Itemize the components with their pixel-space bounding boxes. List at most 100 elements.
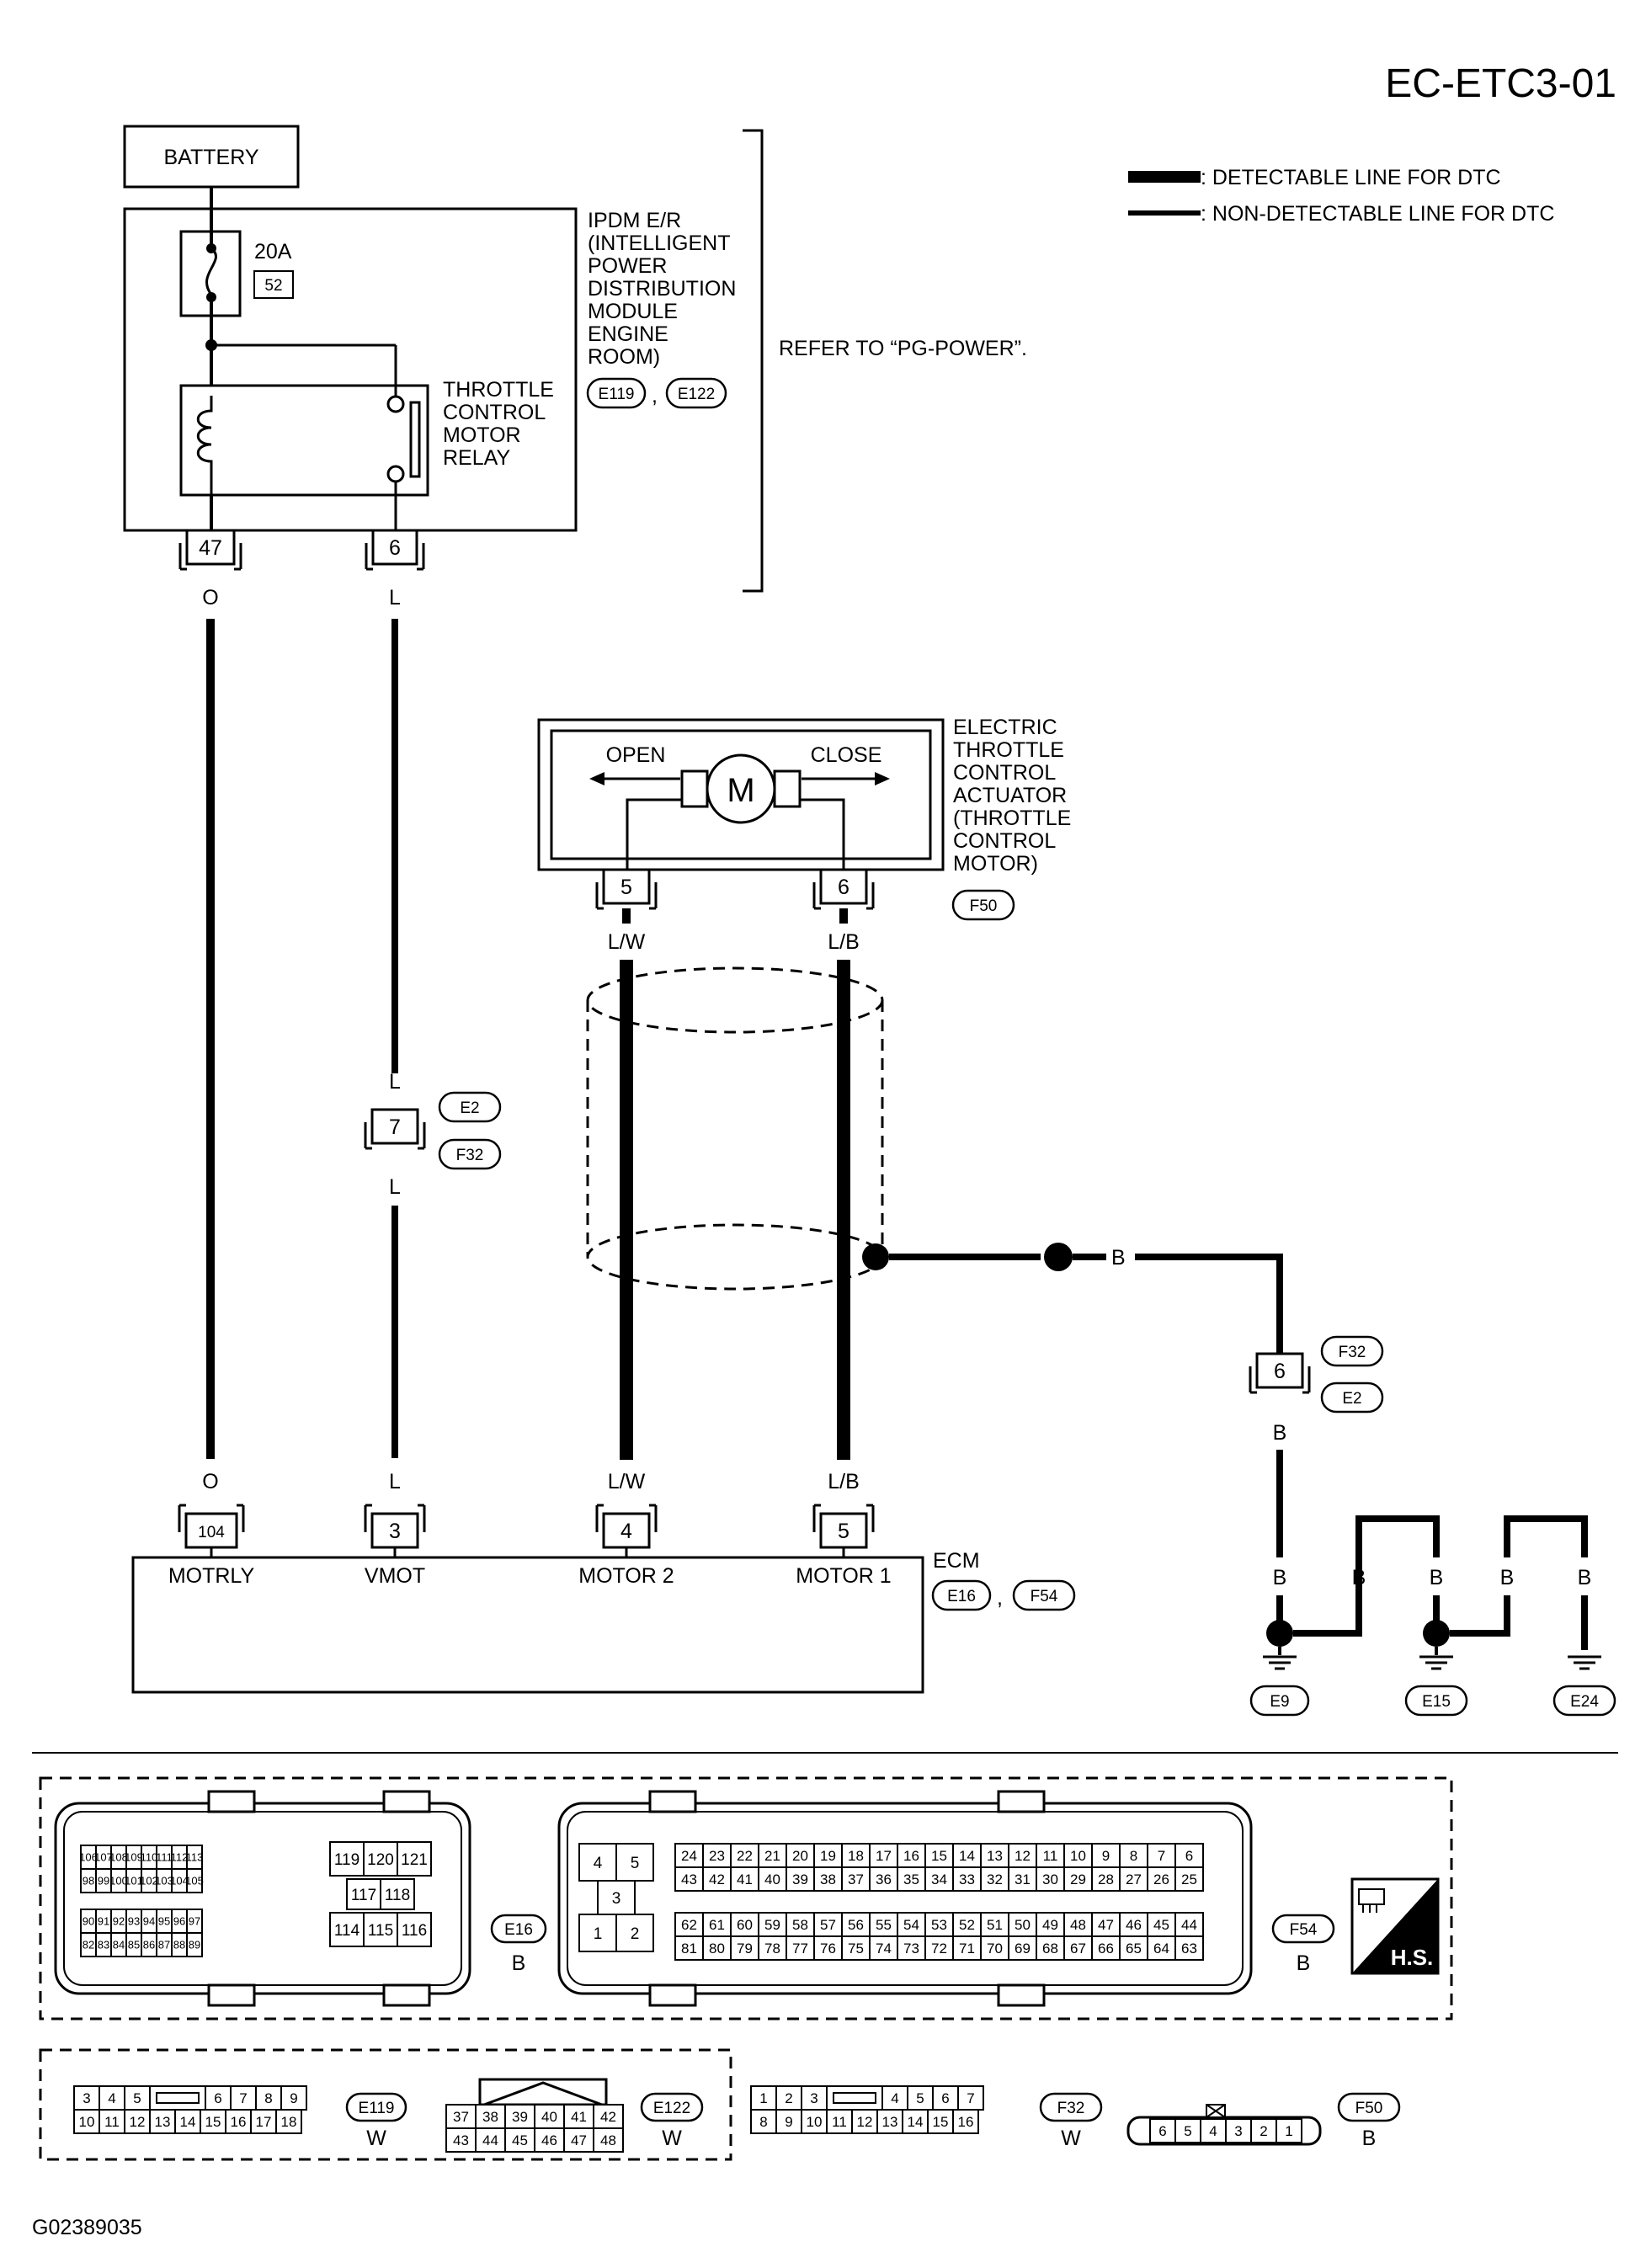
f54-pin-cell [674,1843,704,1868]
f54-pin-number: 39 [792,1871,808,1887]
f54-pin-number: 46 [1126,1917,1142,1933]
e16-pin-number: 93 [128,1915,140,1928]
wire-b-label-g4: B [1578,1566,1592,1589]
e16-pin-number: 115 [368,1922,393,1940]
f54-pin-number: 70 [987,1941,1003,1957]
f54-pin-number: 51 [987,1917,1003,1933]
f54-pin-number: 33 [959,1871,975,1887]
page-code: EC-ETC3-01 [1385,61,1616,106]
f54-pin-number: 35 [903,1871,919,1887]
e16-pin-cell [397,1841,432,1877]
e16-pin-number: 92 [113,1915,125,1928]
e16-pin-cell [329,1912,365,1947]
f54-pin-number: 42 [709,1871,725,1887]
f32-pin-number: 4 [891,2090,898,2106]
e16-pin-cell [329,1841,365,1877]
f32-color: W [1061,2127,1081,2150]
e16-pin-number: 82 [83,1939,94,1951]
battery: BATTERY [123,125,300,189]
junction-6-tag-f32: F32 [1339,1344,1366,1361]
f54-pin-cell [980,1912,1009,1937]
e119-pin-cell [124,2085,151,2111]
e119-color: W [366,2127,386,2150]
ecm-pin-3-num: 3 [389,1520,401,1543]
f54-pin-number: 36 [876,1871,892,1887]
e16-pin-number: 98 [83,1875,94,1887]
legend-thick-line [1128,171,1201,183]
e119-pin-number: 7 [239,2090,247,2106]
e16-color: B [512,1951,526,1975]
f54-pin-number: 12 [1015,1848,1031,1864]
ground-network: B B B B E9 E15 E24 [1249,1515,1616,1717]
e122-pin-number: 41 [571,2109,587,2125]
f54-pin-number: 43 [681,1871,697,1887]
ipdm-connector-e119: E119 [599,386,635,403]
f54-pin-cell [786,1843,815,1868]
e16-pin-number: 86 [143,1939,155,1951]
f54-pin-cell [578,1843,617,1882]
f54-pin-number: 17 [876,1848,892,1864]
ground-tag-e15: E15 [1422,1693,1451,1711]
wire-b-label-g2: B [1430,1566,1444,1589]
f32-pin-cell [775,2085,802,2111]
f54-pin-number: 10 [1070,1848,1086,1864]
battery-label: BATTERY [164,146,259,169]
junction-connector-6: 6 F32 E2 [1249,1335,1384,1414]
wire-l-upper [391,619,398,1073]
f54-pin-number: 29 [1070,1871,1086,1887]
actuator-connector-tag: F50 [970,897,998,915]
f54-pin-number: 78 [764,1941,780,1957]
f54-pin-cell [1091,1935,1121,1961]
e16-pin-number: 114 [334,1922,360,1940]
wire-o [206,619,215,1459]
e122-pin-cell [563,2127,594,2153]
f54-pin-number: 13 [987,1848,1003,1864]
actuator-name: ELECTRIC THROTTLE CONTROL ACTUATOR (THRO… [953,716,1077,876]
f54-pin-cell [786,1866,815,1892]
f54-pin-cell [702,1935,732,1961]
e119-pin-cell [99,2109,125,2134]
ecm-pin-4-name: MOTOR 2 [578,1564,674,1588]
e16-pin-number: 90 [83,1915,94,1928]
harness-icon [1358,1888,1385,1913]
e16-pin-number: 120 [367,1851,394,1869]
f54-pin-number: 52 [959,1917,975,1933]
f50-color: B [1362,2127,1377,2150]
wire-lb-label-bottom: L/B [828,1470,860,1493]
e119-pin-number: 6 [214,2090,221,2106]
f50-pin-number: 6 [1158,2123,1166,2139]
f54-pin-number: 23 [709,1848,725,1864]
e16-pin-number: 99 [98,1875,109,1887]
f32-pin-cell [801,2109,828,2134]
e16-pin-cell [363,1912,398,1947]
e119-pin-number: 15 [205,2114,221,2130]
e119-pin-number: 8 [264,2090,272,2106]
wire-o-label-bottom: O [202,1470,218,1493]
f32-pin-cell [957,2085,984,2111]
ecm-connector-e16: E16 [947,1588,976,1605]
f54-pin-number: 3 [612,1890,621,1908]
ecm-connector-f54: F54 [1031,1588,1058,1605]
open-label: OPEN [606,743,666,767]
e122-pin-cell [504,2104,535,2129]
f54-pin-number: 9 [1102,1848,1110,1864]
f54-pin-number: 66 [1098,1941,1114,1957]
e16-pin-number: 111 [156,1851,173,1864]
wire-l-lower [391,1206,398,1458]
junction-7-tag-e2: E2 [460,1099,479,1117]
f54-pin-number: 1 [594,1925,603,1943]
f54-pin-number: 59 [764,1917,780,1933]
wire-b-label-shield: B [1111,1246,1126,1270]
f54-pin-cell [897,1935,926,1961]
wire-b-label-g1: B [1352,1566,1366,1589]
f32-id: F32 [1057,2100,1085,2117]
f54-pin-cell [841,1843,871,1868]
e122-pin-number: 42 [600,2109,616,2125]
f32-pin-number: 6 [941,2090,949,2106]
ipdm-connector-e122: E122 [678,386,715,403]
e122-color: W [662,2127,682,2150]
junction-6-pin: 6 [1274,1360,1286,1383]
svg-text:,: , [652,384,658,407]
